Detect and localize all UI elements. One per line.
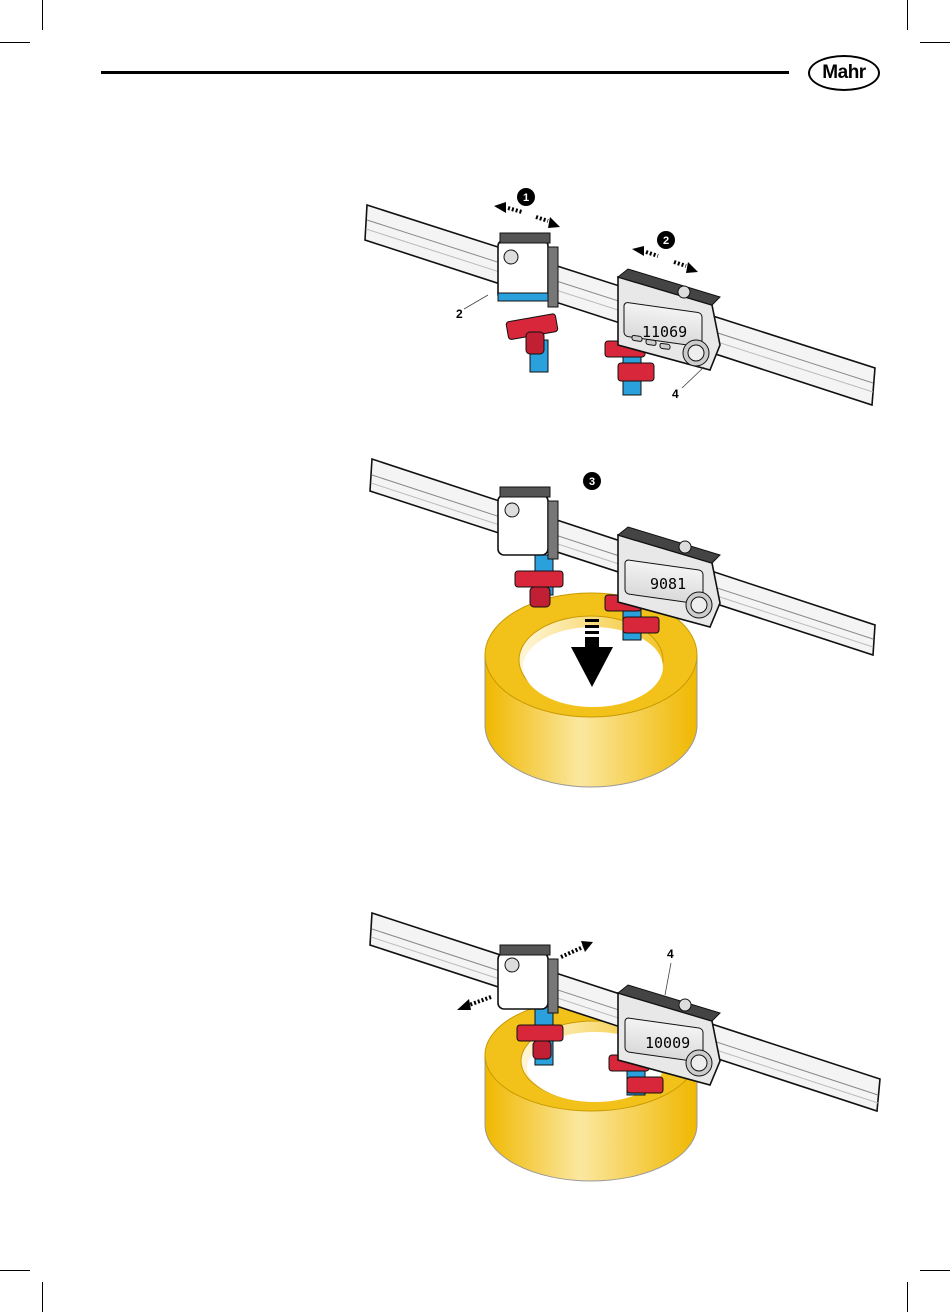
- caliper-display-reading: 11069: [642, 323, 687, 341]
- setting-ring: [485, 593, 697, 787]
- callout-label: 4: [672, 387, 679, 401]
- caliper-display-reading: 10009: [645, 1034, 690, 1052]
- crop-mark: [42, 1282, 43, 1312]
- step-number: 2: [663, 235, 669, 247]
- step-number: 3: [589, 476, 595, 488]
- crop-mark: [907, 0, 908, 30]
- double-arrow-icon: [632, 246, 698, 273]
- left-caliper-head: [498, 233, 558, 372]
- crop-mark: [0, 1270, 30, 1271]
- caliper-display-reading: 9081: [650, 575, 686, 593]
- header-rule: [101, 71, 789, 74]
- figure-measure-in-ring: 10009 4: [365, 905, 885, 1185]
- callout-label: 4: [667, 947, 674, 961]
- figure-setting-calipers: 1 2 2 11069: [360, 185, 880, 410]
- crop-mark: [920, 42, 950, 43]
- crop-mark: [42, 0, 43, 30]
- figure-insert-into-ring: 3 9081: [365, 455, 880, 790]
- crop-mark: [0, 42, 30, 43]
- step-number: 1: [523, 192, 529, 204]
- callout-line: [464, 295, 488, 309]
- left-caliper-head: [498, 487, 563, 607]
- crop-mark: [920, 1270, 950, 1271]
- callout-label: 2: [456, 307, 463, 321]
- crop-mark: [907, 1282, 908, 1312]
- callout-line: [665, 963, 671, 995]
- mahr-logo: Mahr: [808, 55, 880, 91]
- callout-line: [682, 367, 704, 388]
